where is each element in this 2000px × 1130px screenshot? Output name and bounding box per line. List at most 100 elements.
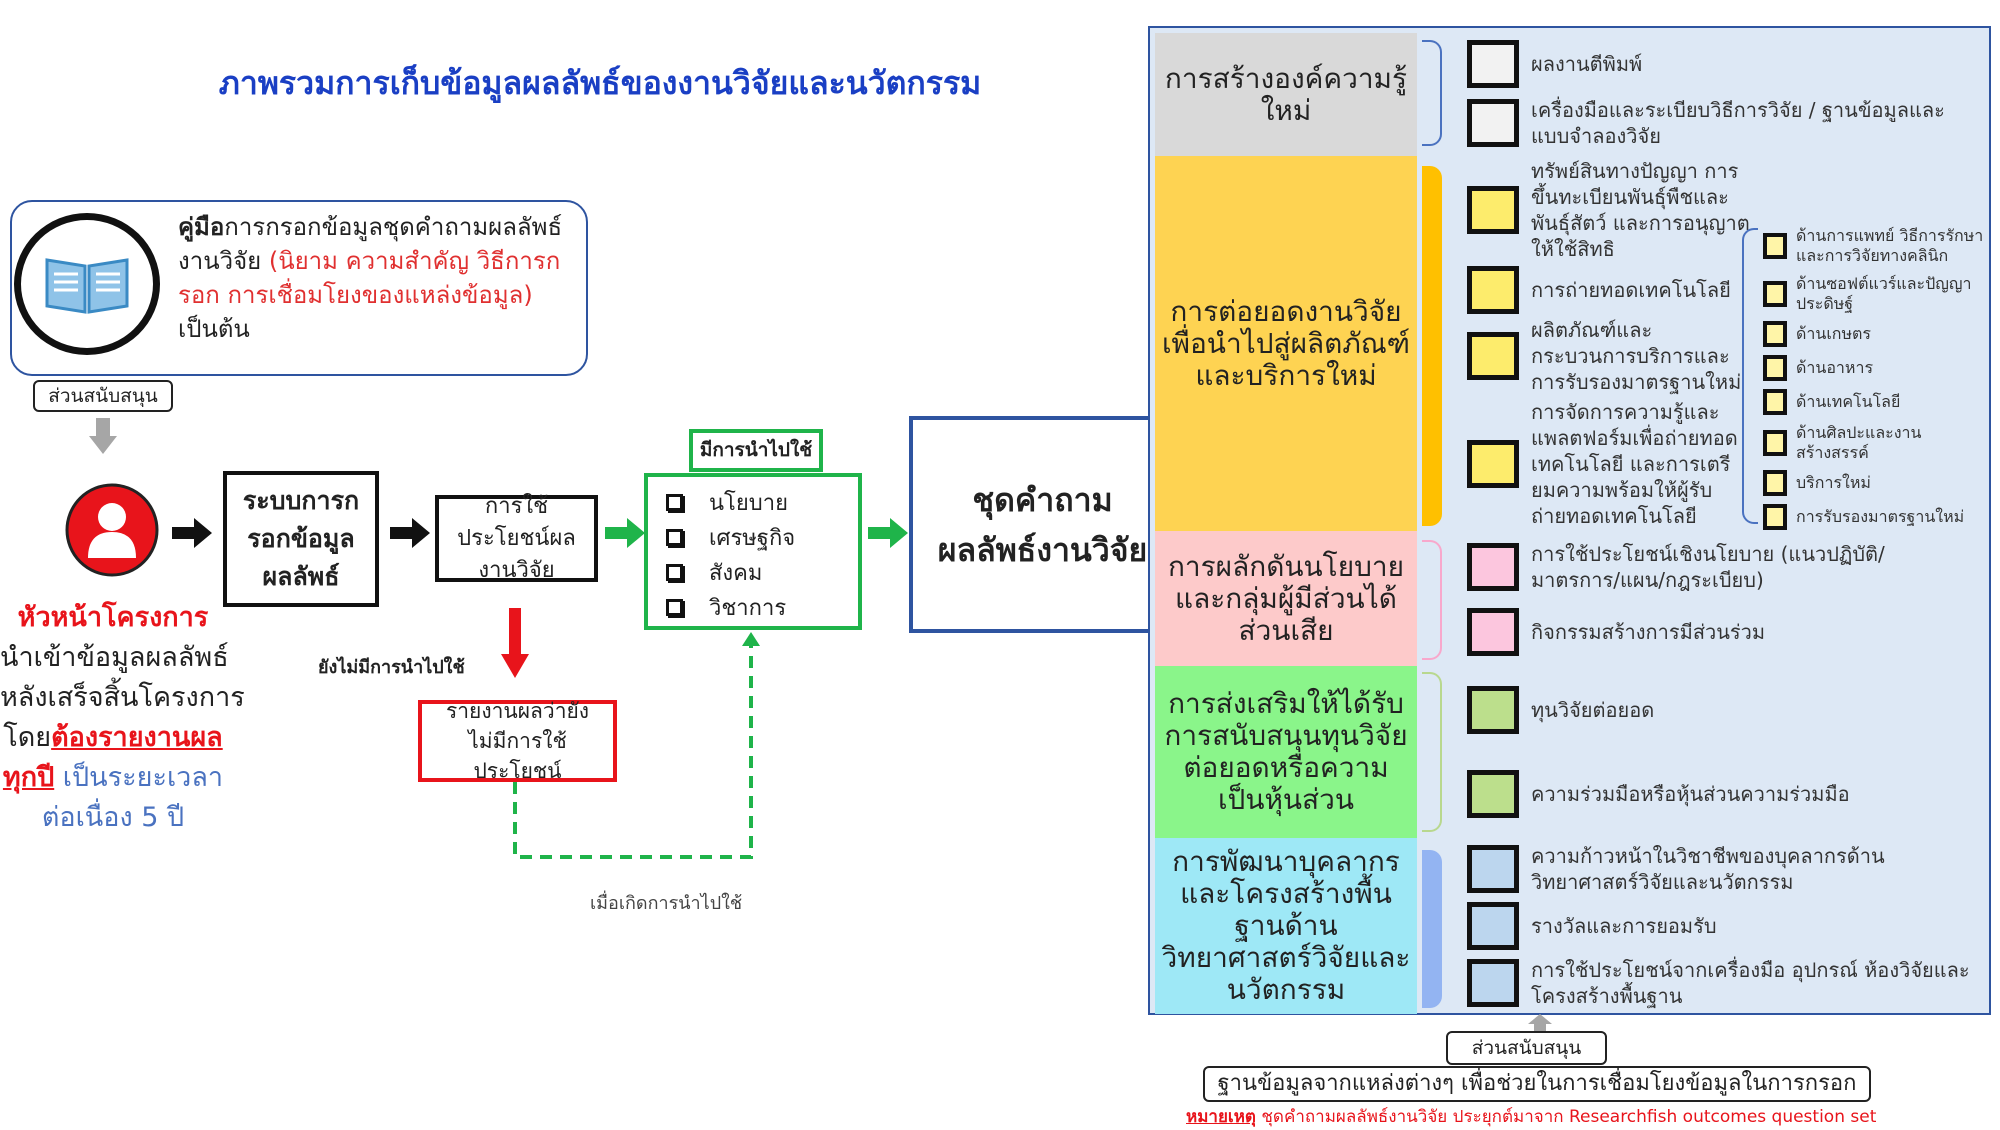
sub-item[interactable]: การรับรองมาตรฐานใหม่	[1763, 503, 1991, 530]
manual-red-text: (นิยาม ความสำคัญ วิธีการกรอก การเชื่อมโย…	[178, 247, 561, 309]
checkbox-icon[interactable]	[1467, 845, 1519, 894]
checkbox-icon[interactable]	[1467, 686, 1519, 734]
dashed-feedback-arrow	[513, 632, 760, 859]
checkbox-icon[interactable]	[1467, 608, 1519, 657]
outcome-item[interactable]: รางวัลและการยอมรับ	[1467, 901, 1971, 950]
sub-item[interactable]: ด้านศิลปะและงานสร้างสรรค์	[1763, 423, 1991, 463]
category-0: การสร้างองค์ความรู้ใหม่	[1155, 33, 1417, 156]
outcome-item[interactable]: ทุนวิจัยต่อยอด	[1467, 686, 1971, 734]
checkbox-icon[interactable]	[1467, 770, 1519, 818]
outcome-item-label: การถ่ายทอดเทคโนโลยี	[1531, 277, 1731, 302]
outcome-item-label: ผลงานตีพิมพ์	[1531, 51, 1643, 76]
outcome-item[interactable]: กิจกรรมสร้างการมีส่วนร่วม	[1467, 608, 1971, 657]
outcome-item[interactable]: ความก้าวหน้าในวิชาชีพของบุคลากรด้านวิทยา…	[1467, 843, 1971, 895]
checkbox-icon[interactable]	[1467, 99, 1519, 148]
used-item[interactable]: นโยบาย	[666, 485, 858, 520]
outcome-item-list: ทุนวิจัยต่อยอดความร่วมมือหรือหุ้นส่วนควา…	[1467, 668, 1971, 836]
checkbox-icon[interactable]	[1763, 321, 1787, 348]
checkbox-icon[interactable]	[666, 564, 683, 581]
outcome-item[interactable]: การจัดการความรู้และแพลตฟอร์มเพื่อถ่ายทอด…	[1467, 399, 1751, 529]
sub-item-label: ด้านศิลปะและงานสร้างสรรค์	[1796, 422, 1922, 462]
questionnaire-box: ชุดคำถามผลลัพธ์งานวิจัย	[909, 416, 1176, 633]
page-title: ภาพรวมการเก็บข้อมูลผลลัพธ์ของงานวิจัยและ…	[218, 64, 982, 102]
manual-bold: คู่มือ	[178, 213, 225, 241]
checkbox-icon[interactable]	[1467, 901, 1519, 950]
project-head-label: หัวหน้าโครงการ	[17, 602, 209, 633]
manual-text: การกรอกข้อมูลชุดคำถามผลลัพธ์	[224, 213, 563, 241]
support-tag-manual: ส่วนสนับสนุน	[33, 380, 173, 412]
sub-item-label: ด้านการแพทย์ วิธีการรักษาและการวิจัยทางค…	[1796, 226, 1984, 265]
support-tag-database: ส่วนสนับสนุน	[1446, 1031, 1607, 1065]
sub-item[interactable]: ด้านอาหาร	[1763, 355, 1991, 382]
used-item-label: เศรษฐกิจ	[709, 526, 796, 551]
checkbox-icon[interactable]	[1763, 470, 1787, 497]
outcome-item-label: ทรัพย์สินทางปัญญา การขึ้นทะเบียนพันธุ์พื…	[1531, 159, 1750, 261]
left-line2: หลังเสร็จสิ้นโครงการ	[0, 682, 245, 713]
checkbox-icon[interactable]	[1763, 388, 1787, 415]
research-utilization-box: การใช้ประโยชน์ผลงานวิจัย	[435, 494, 598, 583]
category-2: การผลักดันนโยบายและกลุ่มผู้มีส่วนได้ส่วน…	[1155, 531, 1417, 666]
used-item-label: สังคม	[709, 561, 763, 586]
used-item[interactable]: เศรษฐกิจ	[666, 520, 858, 555]
sub-item-label: บริการใหม่	[1796, 473, 1871, 493]
checkbox-icon[interactable]	[1467, 439, 1519, 488]
bracket	[1422, 40, 1442, 146]
green-arrow-right-icon	[605, 518, 645, 548]
outcome-item[interactable]: เครื่องมือและระเบียบวิธีการวิจัย / ฐานข้…	[1467, 97, 1971, 149]
outcome-item[interactable]: การถ่ายทอดเทคโนโลยี	[1467, 265, 1751, 314]
gray-up-arrow-icon	[1528, 1014, 1552, 1034]
used-item-label: นโยบาย	[709, 491, 788, 516]
checkbox-icon[interactable]	[1467, 542, 1519, 591]
checkbox-icon[interactable]	[666, 529, 683, 546]
report-not-used-box: รายงานผลว่ายังไม่มีการใช้ประโยชน์	[418, 699, 617, 783]
checkbox-icon[interactable]	[1763, 355, 1787, 382]
outcome-item-label: การจัดการความรู้และแพลตฟอร์มเพื่อถ่ายทอด…	[1531, 399, 1738, 528]
bracket	[1422, 672, 1442, 832]
checkbox-icon[interactable]	[666, 599, 683, 616]
input-system-box: ระบบการกรอกข้อมูลผลลัพธ์	[223, 471, 379, 607]
category-3: การส่งเสริมให้ได้รับการสนับสนุนทุนวิจัยต…	[1155, 666, 1417, 838]
outcome-item[interactable]: ความร่วมมือหรือหุ้นส่วนความร่วมมือ	[1467, 770, 1971, 818]
gray-down-arrow-icon	[89, 418, 117, 454]
category-4: การพัฒนาบุคลากรและโครงสร้างพื้นฐานด้านวิ…	[1155, 838, 1417, 1014]
checkbox-icon[interactable]	[666, 494, 683, 511]
outcome-item[interactable]: การใช้ประโยชน์เชิงนโยบาย (แนวปฏิบัติ/มาต…	[1467, 541, 1971, 593]
category-1: การต่อยอดงานวิจัยเพื่อนำไปสู่ผลิตภัณฑ์แล…	[1155, 156, 1417, 531]
checkbox-icon[interactable]	[1763, 280, 1787, 307]
red-down-arrow-icon	[501, 608, 529, 678]
sub-item-label: การรับรองมาตรฐานใหม่	[1796, 506, 1965, 526]
sub-item[interactable]: ด้านซอฟต์แวร์และปัญญาประดิษฐ์	[1763, 274, 1991, 314]
checkbox-icon[interactable]	[1467, 332, 1519, 381]
checkbox-icon[interactable]	[1467, 958, 1519, 1007]
when-used-label: เมื่อเกิดการนำไปใช้	[590, 893, 743, 914]
outcome-item-list: ความก้าวหน้าในวิชาชีพของบุคลากรด้านวิทยา…	[1467, 840, 1971, 1012]
book-icon	[14, 213, 160, 355]
note-label: หมายเหตุ	[1186, 1107, 1256, 1127]
checkbox-icon[interactable]	[1763, 429, 1787, 456]
used-tag: มีการนำไปใช้	[689, 429, 823, 472]
outcome-item-list: ผลงานตีพิมพ์เครื่องมือและระเบียบวิธีการว…	[1467, 35, 1971, 154]
outcome-item[interactable]: ผลงานตีพิมพ์	[1467, 39, 1971, 88]
checkbox-icon[interactable]	[1467, 186, 1519, 234]
checkbox-icon[interactable]	[1467, 265, 1519, 314]
manual-description: คู่มือการกรอกข้อมูลชุดคำถามผลลัพธ์งานวิจ…	[178, 210, 578, 346]
outcome-item[interactable]: ผลิตภัณฑ์และกระบวนการบริการและการรับรองม…	[1467, 317, 1751, 395]
outcome-item[interactable]: การใช้ประโยชน์จากเครื่องมือ อุปกรณ์ ห้อง…	[1467, 957, 1971, 1009]
outcome-item-label: การใช้ประโยชน์จากเครื่องมือ อุปกรณ์ ห้อง…	[1531, 957, 1970, 1008]
sub-item-list: ด้านการแพทย์ วิธีการรักษาและการวิจัยทางค…	[1763, 226, 1991, 530]
sub-item[interactable]: ด้านเทคโนโลยี	[1763, 388, 1991, 415]
sub-item-label: ด้านเทคโนโลยี	[1796, 391, 1901, 411]
checkbox-icon[interactable]	[1467, 39, 1519, 88]
outcome-item-label: การใช้ประโยชน์เชิงนโยบาย (แนวปฏิบัติ/มาต…	[1531, 541, 1885, 592]
left-line4b: เป็นระยะเวลา	[54, 762, 224, 793]
used-item[interactable]: สังคม	[666, 555, 858, 590]
checkbox-icon[interactable]	[1763, 233, 1787, 259]
arrow-right-icon	[390, 518, 430, 548]
used-item[interactable]: วิชาการ	[666, 590, 858, 625]
checkbox-icon[interactable]	[1763, 503, 1787, 530]
sub-item[interactable]: บริการใหม่	[1763, 470, 1991, 497]
outcome-item[interactable]: ทรัพย์สินทางปัญญา การขึ้นทะเบียนพันธุ์พื…	[1467, 158, 1751, 262]
sub-item[interactable]: ด้านการแพทย์ วิธีการรักษาและการวิจัยทางค…	[1763, 226, 1991, 266]
sub-item[interactable]: ด้านเกษตร	[1763, 321, 1991, 348]
manual-tail: เป็นต้น	[178, 315, 250, 343]
